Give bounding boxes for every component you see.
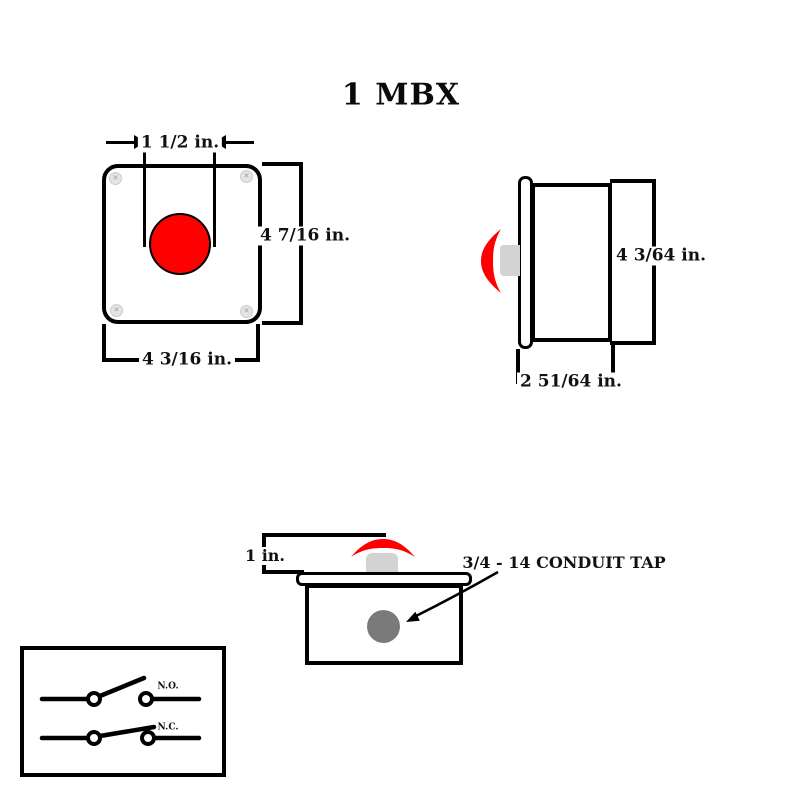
conduit-callout-arrow-icon <box>406 570 499 622</box>
conduit-tap-hole <box>367 610 400 643</box>
bracket-line <box>262 321 303 325</box>
normally-open-label: N.O. <box>157 681 179 692</box>
bracket-line <box>611 345 615 384</box>
side-faceplate <box>518 176 533 349</box>
bracket-line <box>262 533 386 537</box>
extension-line-right <box>213 136 216 247</box>
bracket-line <box>610 341 656 345</box>
extension-line-left <box>143 136 146 247</box>
front-bottom-dimension-label: 4 3/16 in. <box>138 350 236 370</box>
screw-glyph: ✕ <box>113 306 120 314</box>
bottom-enclosure-body <box>305 584 463 665</box>
arrow-line-left <box>106 141 134 144</box>
bracket-line <box>256 324 260 362</box>
schematic-frame <box>20 646 226 777</box>
red-pushbutton-front <box>149 213 211 275</box>
screw-glyph: ✕ <box>243 307 250 315</box>
side-bottom-dimension-label: 2 51/64 in. <box>517 372 625 392</box>
normally-closed-label: N.C. <box>157 722 179 733</box>
red-mushroom-cap-side <box>481 229 501 293</box>
side-right-dimension-label: 4 3/64 in. <box>612 246 710 266</box>
screw-icon: ✕ <box>109 172 122 185</box>
bottom-faceplate-lid <box>296 572 472 586</box>
side-enclosure-body <box>531 183 612 342</box>
front-top-dimension-label: 1 1/2 in. <box>137 133 223 153</box>
button-height-dimension-label: 1 in. <box>242 547 288 565</box>
front-enclosure-outline <box>102 164 262 324</box>
conduit-tap-label: 3/4 - 14 CONDUIT TAP <box>462 553 666 572</box>
bracket-line <box>262 570 304 574</box>
bracket-line <box>102 324 106 362</box>
screw-icon: ✕ <box>240 170 253 183</box>
bracket-line <box>516 349 520 384</box>
screw-glyph: ✕ <box>243 172 250 180</box>
button-stem-bottom <box>366 553 398 575</box>
screw-icon: ✕ <box>110 304 123 317</box>
front-right-dimension-label: 4 7/16 in. <box>256 226 354 246</box>
button-stem-side <box>500 245 520 276</box>
screw-glyph: ✕ <box>112 174 119 182</box>
arrow-line-right <box>226 141 254 144</box>
contact-symbols <box>39 675 202 746</box>
red-mushroom-cap-top <box>351 539 415 557</box>
diagram-title: 1 MBX <box>341 77 461 113</box>
bracket-line <box>610 179 656 183</box>
screw-icon: ✕ <box>240 305 253 318</box>
bracket-line <box>262 162 303 166</box>
